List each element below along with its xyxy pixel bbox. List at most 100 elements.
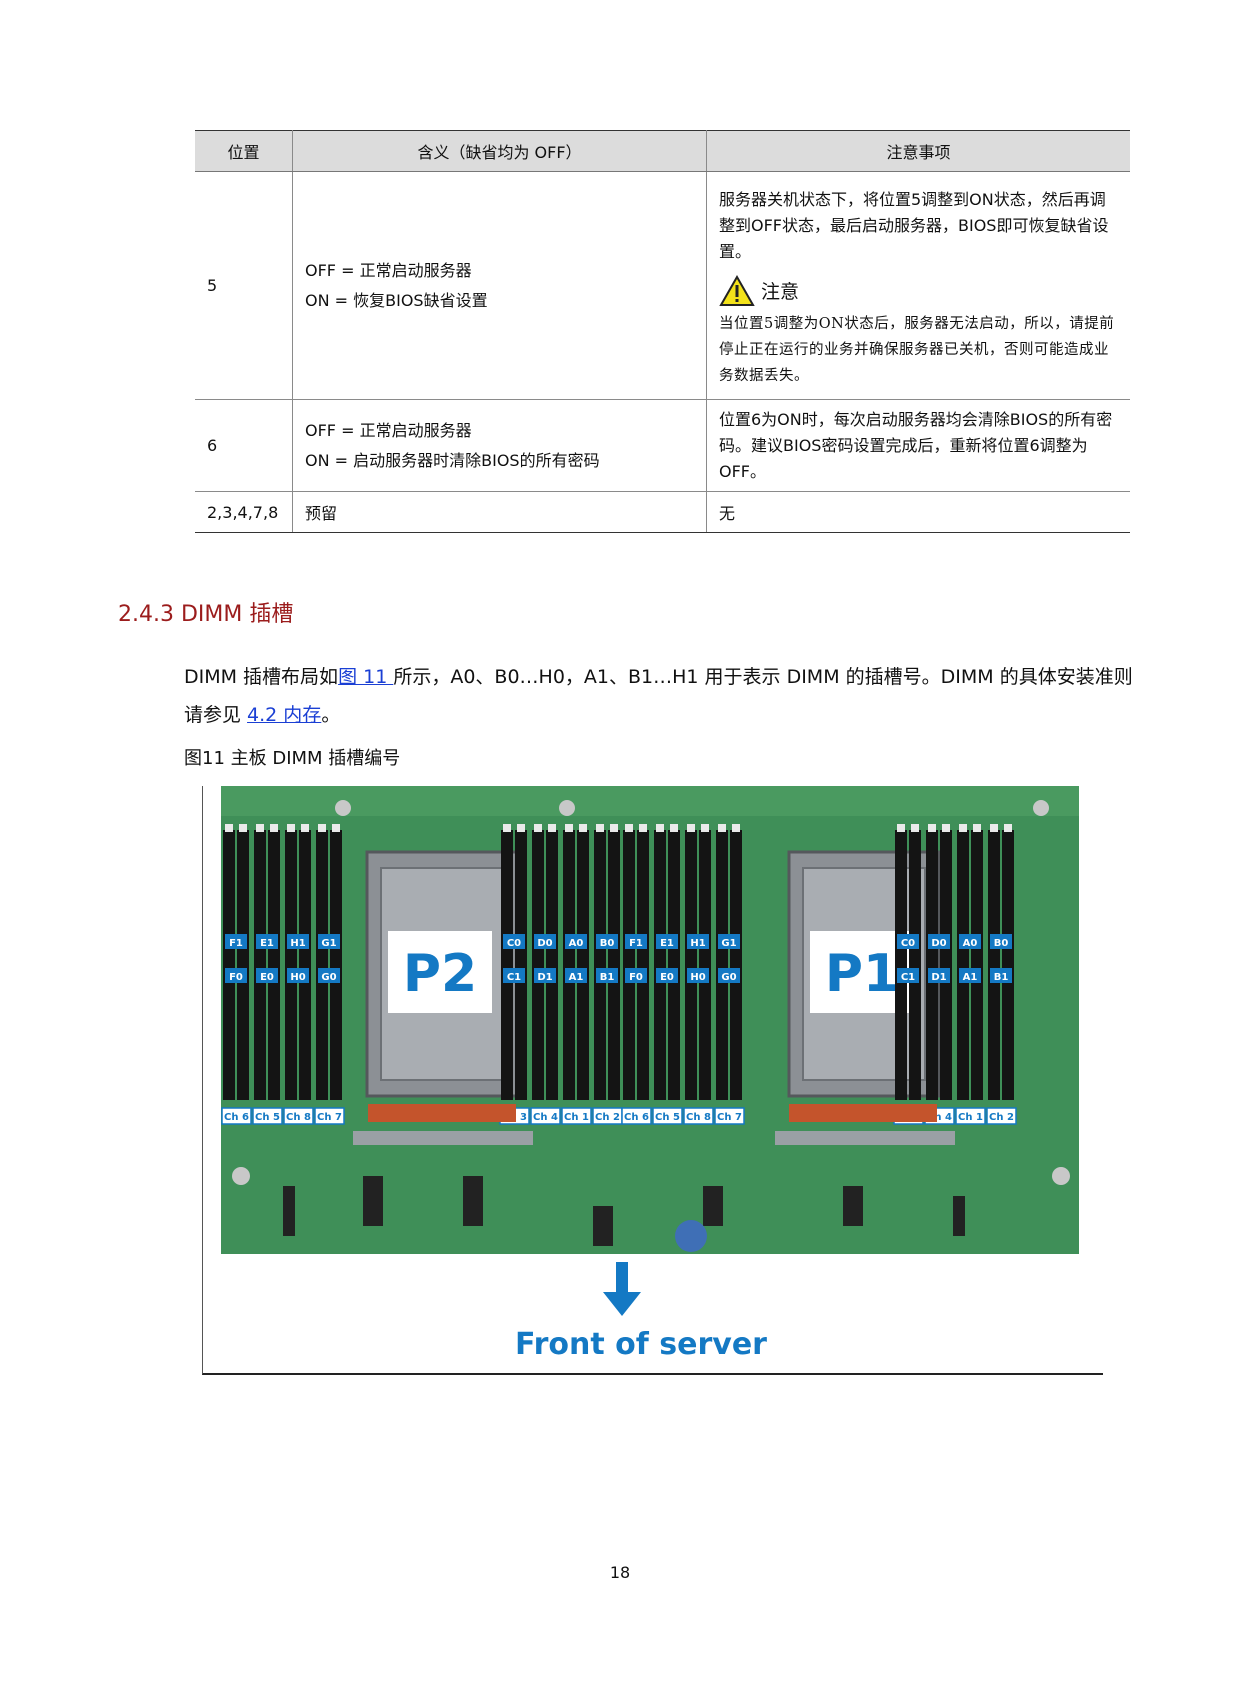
dimm-slot-label: C1 [507, 972, 521, 983]
note-text: 位置6为ON时，每次启动服务器均会清除BIOS的所有密码。建议BIOS密码设置完… [719, 409, 1113, 481]
dimm-slot [594, 830, 606, 1100]
figure-link[interactable]: 图 11 [338, 666, 394, 688]
warning-label: 注意 [761, 281, 800, 303]
warning-icon [719, 274, 755, 306]
cpu-label-p1: P1 [825, 944, 899, 1004]
dimm-slot [563, 830, 575, 1100]
header-position: 位置 [195, 130, 293, 172]
cpu-label-p2: P2 [403, 944, 477, 1004]
dimm-slot [330, 830, 342, 1100]
dimm-slot-label: B0 [994, 938, 1009, 949]
cell-position: 2,3,4,7,8 [195, 491, 293, 533]
dimm-slot [699, 830, 711, 1100]
header-meaning: 含义（缺省均为 OFF） [292, 130, 707, 172]
dimm-slot [532, 830, 544, 1100]
dimm-slot-label: A0 [569, 938, 584, 949]
dimm-slot-label: H0 [690, 972, 705, 983]
vrm-row [232, 800, 1070, 1252]
paragraph-text: DIMM 插槽布局如 [184, 666, 339, 688]
dimm-slot [730, 830, 742, 1100]
memory-section-link[interactable]: 4.2 内存 [247, 704, 322, 726]
dimm-slot [268, 830, 280, 1100]
dimm-slot-label: F0 [229, 972, 243, 983]
dimm-slot-label: H1 [690, 938, 705, 949]
paragraph-text: 。 [321, 704, 341, 726]
dimm-slot-label: C1 [901, 972, 915, 983]
channel-label: Ch 4 [927, 1112, 952, 1123]
figure-caption: 图11 主板 DIMM 插槽编号 [184, 748, 401, 769]
cell-position: 5 [195, 171, 293, 400]
channel-label: Ch 5 [655, 1112, 680, 1123]
section-heading: 2.4.3 DIMM 插槽 [118, 596, 293, 628]
dimm-slot-label: H0 [290, 972, 305, 983]
section-title: DIMM 插槽 [180, 602, 294, 627]
channel-label: Ch 7 [717, 1112, 742, 1123]
channel-label: Ch 1 [958, 1112, 983, 1123]
dimm-slot-label: F0 [629, 972, 643, 983]
dimm-slot [909, 830, 921, 1100]
dimm-slot-label: C0 [507, 938, 521, 949]
channel-label: Ch 2 [989, 1112, 1014, 1123]
cell-note: 服务器关机状态下，将位置5调整到ON状态，然后再调整到OFF状态，最后启动服务器… [706, 171, 1130, 400]
dimm-slot [316, 830, 328, 1100]
dimm-slot-label: A1 [963, 972, 978, 983]
channel-label: Ch 8 [286, 1112, 311, 1123]
dimm-slot-label: E1 [260, 938, 274, 949]
dimm-slot [285, 830, 297, 1100]
dimm-slot-label: B1 [600, 972, 615, 983]
dimm-slot [577, 830, 589, 1100]
channel-label: Ch 6 [624, 1112, 649, 1123]
paragraph-text: 所示，A0、B0…H0，A1、B1…H1 用于表示 DIMM 的插槽号。DIMM… [184, 666, 1133, 726]
channel-label: Ch 7 [317, 1112, 342, 1123]
dimm-slot [668, 830, 680, 1100]
dimm-slot [1002, 830, 1014, 1100]
dimm-slot [637, 830, 649, 1100]
dimm-slot [988, 830, 1000, 1100]
dimm-slot [654, 830, 666, 1100]
dimm-slot [254, 830, 266, 1100]
dimm-slot [608, 830, 620, 1100]
warning-text: 当位置5调整为ON状态后，服务器无法启动，所以，请提前停止正在运行的业务并确保服… [719, 315, 1115, 384]
dimm-slot-label: D0 [537, 938, 552, 949]
note-text: 服务器关机状态下，将位置5调整到ON状态，然后再调整到OFF状态，最后启动服务器… [719, 189, 1109, 261]
dimm-slot-label: F1 [629, 938, 643, 949]
dimm-slot [940, 830, 952, 1100]
warning-header: 注意 [719, 274, 1118, 307]
table-row: 6 OFF = 正常启动服务器 ON = 启动服务器时清除BIOS的所有密码 位… [195, 399, 1130, 492]
dimm-slot [237, 830, 249, 1100]
meaning-line: ON = 恢复BIOS缺省设置 [305, 290, 488, 310]
channel-label: Ch 5 [255, 1112, 280, 1123]
channel-label: Ch 6 [224, 1112, 249, 1123]
dimm-slot-label: F1 [229, 938, 243, 949]
table-row: 2,3,4,7,8 预留 无 [195, 491, 1130, 533]
dimm-slot [223, 830, 235, 1100]
header-notes: 注意事项 [706, 130, 1130, 172]
cmos-battery [675, 1220, 707, 1252]
dimm-slot-label: A0 [963, 938, 978, 949]
channel-label: Ch 8 [686, 1112, 711, 1123]
dimm-slot-label: A1 [569, 972, 584, 983]
dimm-slot [716, 830, 728, 1100]
dimm-slot-label: H1 [290, 938, 305, 949]
dimm-slot [957, 830, 969, 1100]
front-of-server-label: Front of server [515, 1327, 767, 1362]
cell-note: 位置6为ON时，每次启动服务器均会清除BIOS的所有密码。建议BIOS密码设置完… [706, 399, 1130, 492]
cell-meaning: 预留 [292, 491, 707, 533]
cpu2-socket: P2 [365, 850, 519, 1098]
dimm-slot-label: E0 [660, 972, 674, 983]
channel-label: Ch 4 [533, 1112, 558, 1123]
dimm-slot-label: B0 [600, 938, 615, 949]
cell-position: 6 [195, 399, 293, 492]
dimm-slot-label: D1 [537, 972, 552, 983]
dimm-slot [299, 830, 311, 1100]
dimm-slot-label: D1 [931, 972, 946, 983]
dimm-slot-label: G1 [321, 938, 336, 949]
dimm-slot-label: D0 [931, 938, 946, 949]
dimm-slot [685, 830, 697, 1100]
dip-switch-table: 位置 含义（缺省均为 OFF） 注意事项 5 OFF = 正常启动服务器 ON … [195, 130, 1130, 533]
dimm-slot-label: E1 [660, 938, 674, 949]
cell-meaning: OFF = 正常启动服务器 ON = 恢复BIOS缺省设置 [292, 171, 707, 400]
meaning-line: OFF = 正常启动服务器 [305, 420, 472, 440]
